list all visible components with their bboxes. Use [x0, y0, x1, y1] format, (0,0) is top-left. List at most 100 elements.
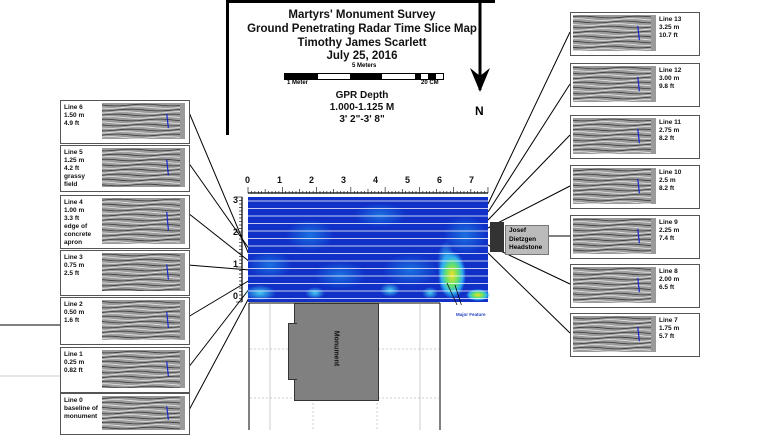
- radargram: [572, 66, 656, 104]
- profile-label-line: 3.00 m: [659, 75, 680, 82]
- y-tick-label: 1: [233, 259, 239, 269]
- headstone-marker: [490, 222, 504, 252]
- profile-label-line: 1.50 m: [64, 112, 85, 119]
- x-tick-label: 1: [277, 175, 283, 185]
- profile-label-line: Line 12: [659, 67, 682, 74]
- profile-label-line: Line 4: [64, 199, 83, 206]
- profile-label-line: 4.2 ft: [64, 165, 80, 172]
- profile-label-line: 2.25 m: [659, 227, 680, 234]
- y-tick-label: 0: [233, 291, 239, 301]
- radargram-image: [572, 118, 656, 154]
- headstone-label-2: Dietzgen: [509, 235, 537, 243]
- profile-label-line: 1.75 m: [659, 325, 680, 332]
- profile-label-line: baseline of: [64, 405, 98, 412]
- feature-arrow-icon: [166, 113, 169, 129]
- x-tick-label: 5: [405, 175, 411, 185]
- x-tick-label: 2: [309, 175, 315, 185]
- profile-label-line: 3.3 ft: [64, 215, 80, 222]
- radargram-image: [101, 350, 185, 389]
- feature-arrow-icon: [637, 178, 640, 194]
- radargram: [101, 396, 185, 432]
- feature-arrow-icon: [637, 76, 640, 92]
- date: July 25, 2016: [326, 50, 398, 62]
- radargram-image: [101, 198, 185, 244]
- profile-label-line: Line 1: [64, 351, 83, 358]
- survey-title: Martyrs' Monument Survey: [288, 9, 436, 21]
- profile-label-line: apron: [64, 239, 83, 246]
- profile-label-line: Line 5: [64, 149, 83, 156]
- monument-step: [288, 323, 297, 380]
- profile-label-line: field: [64, 181, 78, 188]
- radargram-image: [101, 253, 185, 292]
- radargram: [572, 316, 656, 354]
- radargram-image: [101, 148, 185, 187]
- feature-arrow-icon: [166, 406, 169, 420]
- radargram-image: [101, 396, 185, 430]
- profile-label-line: 2.5 ft: [64, 270, 80, 277]
- profile-label-line: Line 8: [659, 268, 678, 275]
- radargram-image: [101, 300, 185, 341]
- profile-label-line: concrete: [64, 231, 92, 238]
- monument-label: Monument: [332, 330, 340, 367]
- radargram: [101, 350, 185, 390]
- x-tick-label: 7: [469, 175, 475, 185]
- radargram: [572, 168, 656, 206]
- profile-label-line: 2.00 m: [659, 276, 680, 283]
- profile-label-line: 0.82 ft: [64, 367, 83, 374]
- x-tick-label: 6: [437, 175, 443, 185]
- title-block: Martyrs' Monument Survey Ground Penetrat…: [226, 0, 495, 135]
- radargram-image: [572, 218, 656, 254]
- y-tick-label: 3: [233, 195, 239, 205]
- feature-arrow-icon: [637, 228, 640, 244]
- north-label: N: [475, 104, 484, 118]
- radargram: [572, 15, 656, 53]
- profile-label-line: 2.75 m: [659, 127, 680, 134]
- feature-arrow-icon: [637, 25, 640, 41]
- radargram: [572, 218, 656, 256]
- feature-arrow-icon: [637, 326, 640, 342]
- profile-label-line: edge of: [64, 223, 88, 230]
- north-arrow-icon: [470, 0, 490, 92]
- profile-label-line: Line 3: [64, 254, 83, 261]
- feature-arrow-icon: [166, 264, 169, 280]
- profile-label-line: 8.2 ft: [659, 135, 675, 142]
- radargram: [101, 198, 185, 246]
- profile-label-line: 0.25 m: [64, 359, 85, 366]
- profile-label-line: 7.4 ft: [659, 235, 675, 242]
- radargram-image: [572, 168, 656, 204]
- profile-label-line: Line 7: [659, 317, 678, 324]
- profile-label-line: 3.25 m: [659, 24, 680, 31]
- radargram-image: [572, 15, 656, 51]
- profile-label-line: Line 10: [659, 169, 682, 176]
- radargram-image: [572, 66, 656, 102]
- scale-left-label: 1 Meter: [287, 80, 309, 86]
- profile-label-line: monument: [64, 413, 98, 420]
- profile-label-line: Line 2: [64, 301, 83, 308]
- scale-bar: [284, 73, 444, 80]
- scale-right-label: 20 CM: [421, 80, 439, 86]
- feature-arrow-icon: [166, 211, 169, 231]
- depth-feet: 3' 2"-3' 8": [339, 114, 385, 125]
- headstone-label-box: Josef Dietzgen Headstone: [505, 225, 549, 255]
- profile-label-line: Line 13: [659, 16, 682, 23]
- depth-meters: 1.000-1.125 M: [329, 102, 395, 113]
- feature-arrow-icon: [166, 311, 169, 329]
